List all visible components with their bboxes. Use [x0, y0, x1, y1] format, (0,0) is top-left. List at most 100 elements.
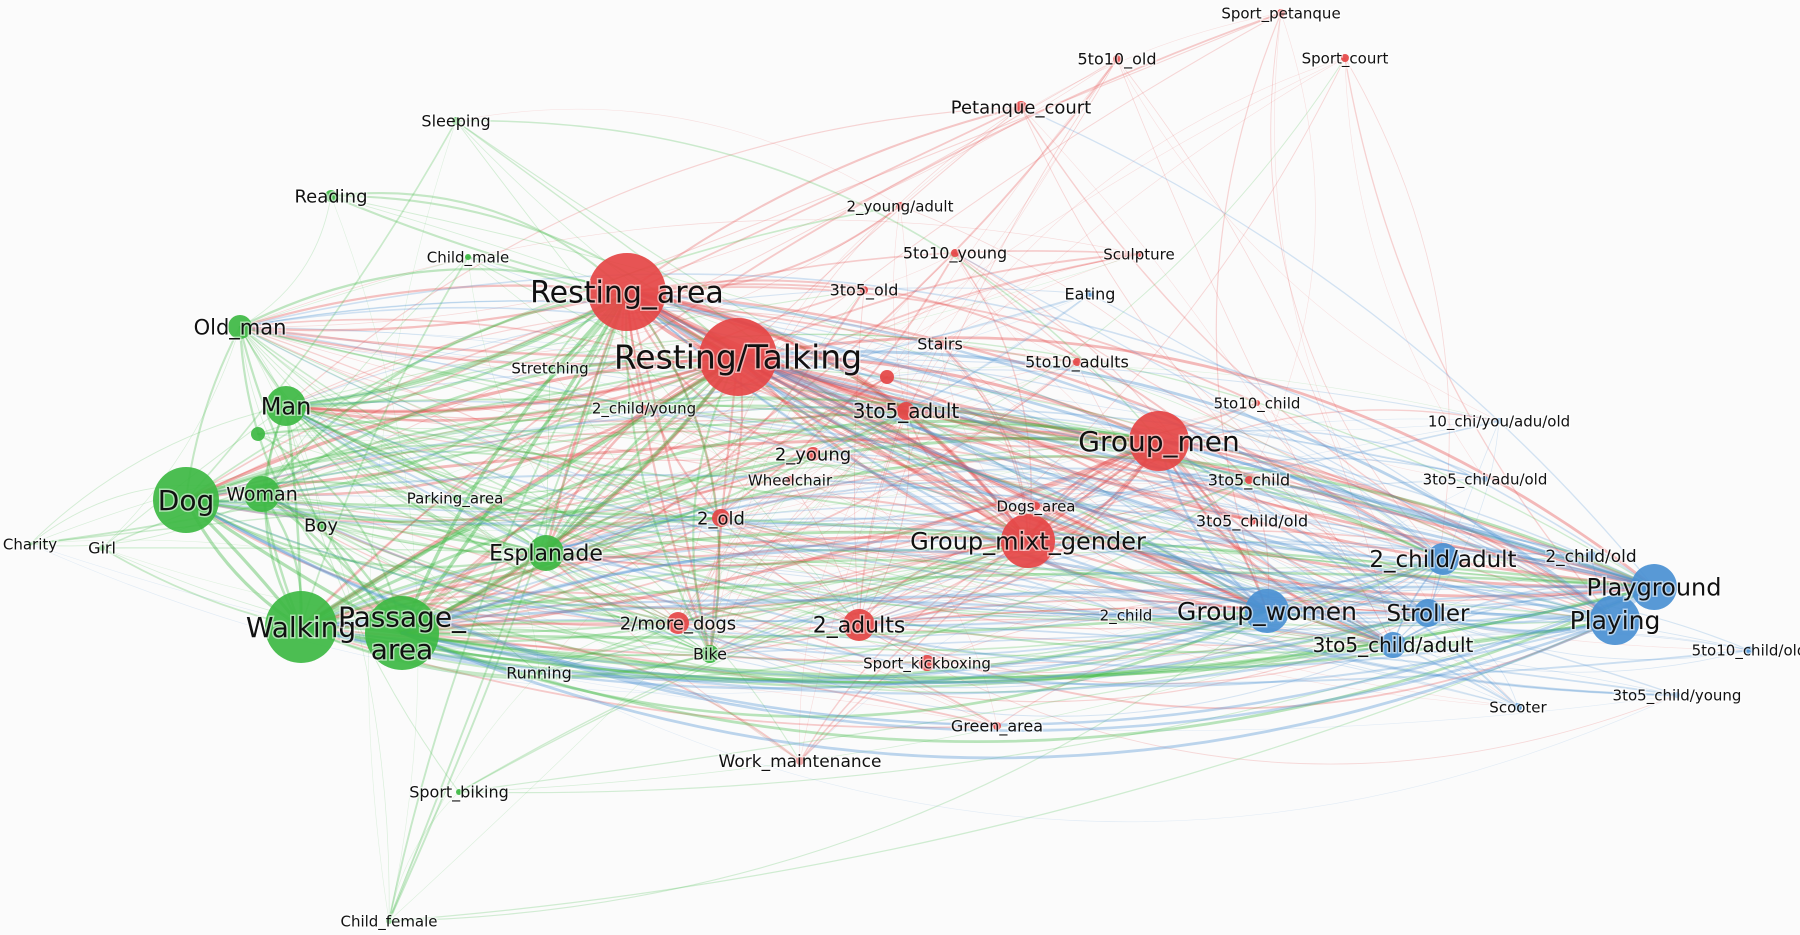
node-passage-area[interactable]: [365, 596, 439, 670]
edge-418: [388, 791, 460, 922]
node-3to5-child-young[interactable]: [1674, 692, 1680, 698]
node-3to5-child-old[interactable]: [1248, 517, 1256, 525]
node-scooter[interactable]: [1514, 703, 1522, 711]
node-playground[interactable]: [1631, 564, 1677, 610]
node-reading[interactable]: [325, 190, 337, 202]
node-resting-area[interactable]: [588, 253, 666, 331]
node-5to10-young[interactable]: [951, 249, 959, 257]
node-man[interactable]: [266, 386, 306, 426]
edge-579: [799, 478, 1486, 762]
node-work-maintenance[interactable]: [796, 757, 804, 765]
node-sport-biking[interactable]: [456, 789, 462, 795]
node-resting-talking[interactable]: [699, 318, 777, 396]
node-group-women[interactable]: [1245, 589, 1289, 633]
node-old-man[interactable]: [228, 315, 252, 339]
edge-79: [239, 326, 860, 626]
node-10-chi-you-adu-old[interactable]: [1496, 418, 1502, 424]
edge-514: [1158, 440, 1394, 646]
node-petanque-court[interactable]: [1015, 101, 1027, 113]
edge-204: [789, 475, 1029, 542]
node-child-female[interactable]: [386, 918, 392, 924]
edge-419: [458, 586, 1655, 793]
edge-208: [789, 410, 907, 481]
node-charity[interactable]: [28, 542, 32, 546]
node-sculpture[interactable]: [1136, 251, 1142, 257]
node-5to10-old[interactable]: [1113, 55, 1121, 63]
node-running[interactable]: [536, 670, 542, 676]
node-walking[interactable]: [265, 591, 337, 663]
node-sport-petanque[interactable]: [1277, 9, 1285, 17]
node-girl[interactable]: [99, 545, 105, 551]
edge-576: [239, 326, 1486, 480]
edge-563: [905, 410, 1592, 557]
node-2-child-old[interactable]: [1586, 551, 1596, 561]
edge-272: [239, 326, 722, 521]
node-child-male[interactable]: [465, 254, 471, 260]
node-parking-area[interactable]: [452, 495, 458, 501]
edge-542: [400, 618, 1617, 760]
node-green-area[interactable]: [993, 722, 1001, 730]
edge-143: [1344, 57, 1616, 621]
edge-327: [320, 524, 547, 554]
edge-436: [239, 195, 332, 328]
edge-356: [299, 609, 1269, 682]
node-esplanade[interactable]: [528, 535, 564, 571]
edge-307: [184, 498, 548, 555]
edge-49: [1158, 440, 1394, 646]
node-dog[interactable]: [153, 467, 219, 533]
edge-537: [1157, 439, 1656, 589]
node-wheelchair[interactable]: [786, 476, 794, 484]
node-2-young[interactable]: [806, 447, 820, 461]
edge-102: [720, 456, 1616, 621]
node-3to5-chi-adu-old[interactable]: [1482, 476, 1488, 482]
node-2-child-adult[interactable]: [1427, 543, 1459, 575]
node-2-adults[interactable]: [843, 609, 875, 641]
node-5to10-adults[interactable]: [1073, 358, 1081, 366]
node-bike[interactable]: [701, 645, 719, 663]
node-unlabeled-28[interactable]: [880, 370, 894, 384]
label-eating: Eating: [1065, 285, 1116, 304]
node-sport-kickboxing[interactable]: [919, 655, 935, 671]
node-eating[interactable]: [1087, 291, 1093, 297]
edge-411: [538, 453, 814, 674]
node-boy[interactable]: [316, 520, 326, 530]
node-5to10-child[interactable]: [1254, 400, 1260, 406]
node-woman[interactable]: [244, 476, 280, 512]
node-3to5-child-adult[interactable]: [1380, 632, 1406, 658]
edge-490: [400, 611, 1430, 686]
node-3to5-adult[interactable]: [897, 402, 915, 420]
edge-74: [858, 606, 1429, 626]
node-3to5-old[interactable]: [860, 286, 868, 294]
node-2-child[interactable]: [1123, 612, 1129, 618]
node-2-more-dogs[interactable]: [667, 612, 689, 634]
node-2-child-young[interactable]: [641, 405, 647, 411]
label-group-men: Group_men: [1078, 425, 1240, 458]
node-sleeping[interactable]: [452, 117, 460, 125]
edge-535: [709, 541, 1655, 655]
edge-242: [239, 326, 928, 664]
label-3to5-child: 3to5_child: [1208, 471, 1290, 491]
edge-137: [1270, 12, 1444, 560]
edge-201: [643, 407, 1519, 708]
edge-315: [261, 422, 1268, 612]
edge-11: [625, 290, 1030, 543]
node-stretching[interactable]: [547, 365, 553, 371]
node-stroller[interactable]: [1414, 599, 1442, 627]
edge-355: [299, 599, 680, 629]
node-group-men[interactable]: [1129, 411, 1189, 471]
edge-524: [1442, 555, 1655, 588]
label-3to5-child-old: 3to5_child/old: [1196, 512, 1308, 532]
node-dogs-area[interactable]: [1032, 502, 1040, 510]
node-group-mixt-gender[interactable]: [1001, 514, 1055, 568]
node-stairs[interactable]: [936, 340, 944, 348]
node-3to5-child[interactable]: [1245, 476, 1253, 484]
node-playing[interactable]: [1590, 595, 1640, 645]
edge-162: [954, 252, 1655, 588]
node-unlabeled-48[interactable]: [251, 427, 265, 441]
edge-604: [1392, 644, 1750, 673]
node-2-young-adult[interactable]: [896, 202, 904, 210]
node-2-old[interactable]: [712, 509, 730, 527]
node-5to10-child-old[interactable]: [1745, 646, 1753, 654]
node-sport-court[interactable]: [1341, 54, 1349, 62]
edge-45: [544, 439, 1161, 567]
